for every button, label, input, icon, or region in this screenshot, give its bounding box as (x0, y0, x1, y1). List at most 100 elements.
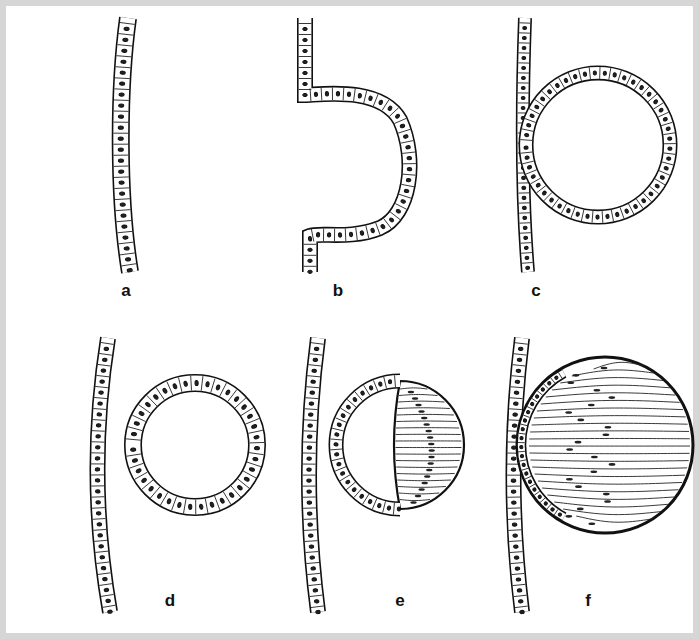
page-ground (6, 6, 693, 633)
lens-fiber (398, 401, 444, 403)
nucleus (512, 424, 517, 427)
cell-wall (305, 397, 318, 399)
nucleus (177, 502, 181, 508)
lens-fiber (576, 516, 652, 522)
panel-letter: f (585, 592, 591, 609)
nucleus (102, 577, 107, 581)
nucleus (514, 391, 519, 395)
cell-wall (514, 354, 527, 355)
cell-wall (581, 210, 584, 222)
cell-wall (91, 474, 104, 475)
nucleus (251, 424, 257, 429)
cell-wall (114, 111, 129, 112)
nucleus (303, 93, 307, 96)
cell-wall (521, 242, 532, 244)
nucleus (247, 414, 253, 419)
fiber-nucleus (410, 501, 416, 504)
nucleus (516, 369, 521, 373)
nucleus (406, 178, 411, 182)
cell-marks (303, 343, 324, 614)
cell-wall (515, 343, 528, 345)
lens-fiber (572, 370, 656, 376)
cell-wall (330, 438, 342, 440)
nucleus (521, 86, 525, 89)
nucleus (520, 436, 524, 440)
cell-wall (544, 384, 549, 389)
cell-wall (332, 428, 343, 431)
cell-wall (568, 73, 572, 84)
nucleus (206, 382, 210, 387)
cell-wall (303, 441, 316, 442)
lens-fiber (398, 486, 446, 488)
cell-wall (626, 75, 631, 86)
fiber-nucleus (577, 419, 584, 422)
cell-wall (96, 562, 109, 563)
lens-fiber (546, 393, 676, 397)
cell-wall (299, 23, 312, 24)
nucleus (554, 376, 558, 380)
fiber-nucleus (418, 488, 424, 491)
lens-fiber (552, 385, 670, 390)
nucleus (544, 501, 549, 506)
lens-fiber (397, 473, 455, 475)
lens-fiber (530, 431, 689, 432)
cell-wall (323, 228, 324, 241)
cell-wall (530, 178, 540, 184)
nucleus (511, 468, 516, 471)
lens-fiber (529, 438, 690, 440)
cell-wall (195, 500, 196, 515)
lens-fiber-group (396, 362, 690, 525)
nucleus (370, 228, 375, 233)
nucleus (336, 91, 339, 96)
nucleus (314, 599, 319, 603)
cell-wall (393, 503, 394, 515)
cell-wall (304, 266, 317, 267)
cell-wall (401, 141, 414, 144)
nucleus (325, 91, 328, 96)
cell-wall (303, 475, 316, 476)
nucleus (118, 159, 123, 162)
cell-wall (663, 133, 675, 135)
nucleus (624, 209, 629, 214)
nucleus (131, 432, 136, 436)
nucleus (124, 247, 129, 251)
cell-wall (527, 406, 533, 409)
cell-wall (114, 176, 129, 178)
nucleus (527, 165, 532, 170)
cell-wall (519, 460, 526, 461)
lens-fiber (554, 502, 668, 507)
cell-wall (514, 595, 527, 596)
cell-wall (522, 262, 533, 264)
nucleus (307, 512, 312, 515)
cell-wall (664, 143, 676, 144)
nucleus (254, 435, 260, 439)
cell-wall (91, 485, 104, 486)
nucleus (310, 391, 315, 395)
nucleus (334, 443, 338, 447)
cell-wall (95, 386, 108, 387)
sheet-interior (521, 373, 564, 517)
nucleus (95, 446, 100, 449)
cell-wall (521, 152, 533, 153)
nucleus (96, 490, 101, 493)
nucleus (537, 495, 541, 499)
nucleus (310, 556, 315, 560)
cell-marks (518, 372, 562, 516)
cell-wall (537, 391, 542, 395)
cell-wall (135, 472, 148, 479)
cell-wall (332, 87, 333, 100)
nucleus (655, 184, 660, 189)
nucleus (136, 468, 142, 473)
cell-wall (98, 364, 111, 366)
nucleus (513, 402, 518, 405)
nucleus (119, 170, 124, 173)
cell-wall (579, 69, 582, 80)
cell-wall (561, 203, 567, 213)
nucleus (118, 115, 123, 118)
nucleus (404, 189, 409, 193)
cell-wall (303, 496, 316, 497)
cell-wall (592, 211, 594, 223)
nucleus (400, 124, 405, 129)
cell-wall (518, 62, 529, 63)
cell-wall (507, 475, 520, 476)
